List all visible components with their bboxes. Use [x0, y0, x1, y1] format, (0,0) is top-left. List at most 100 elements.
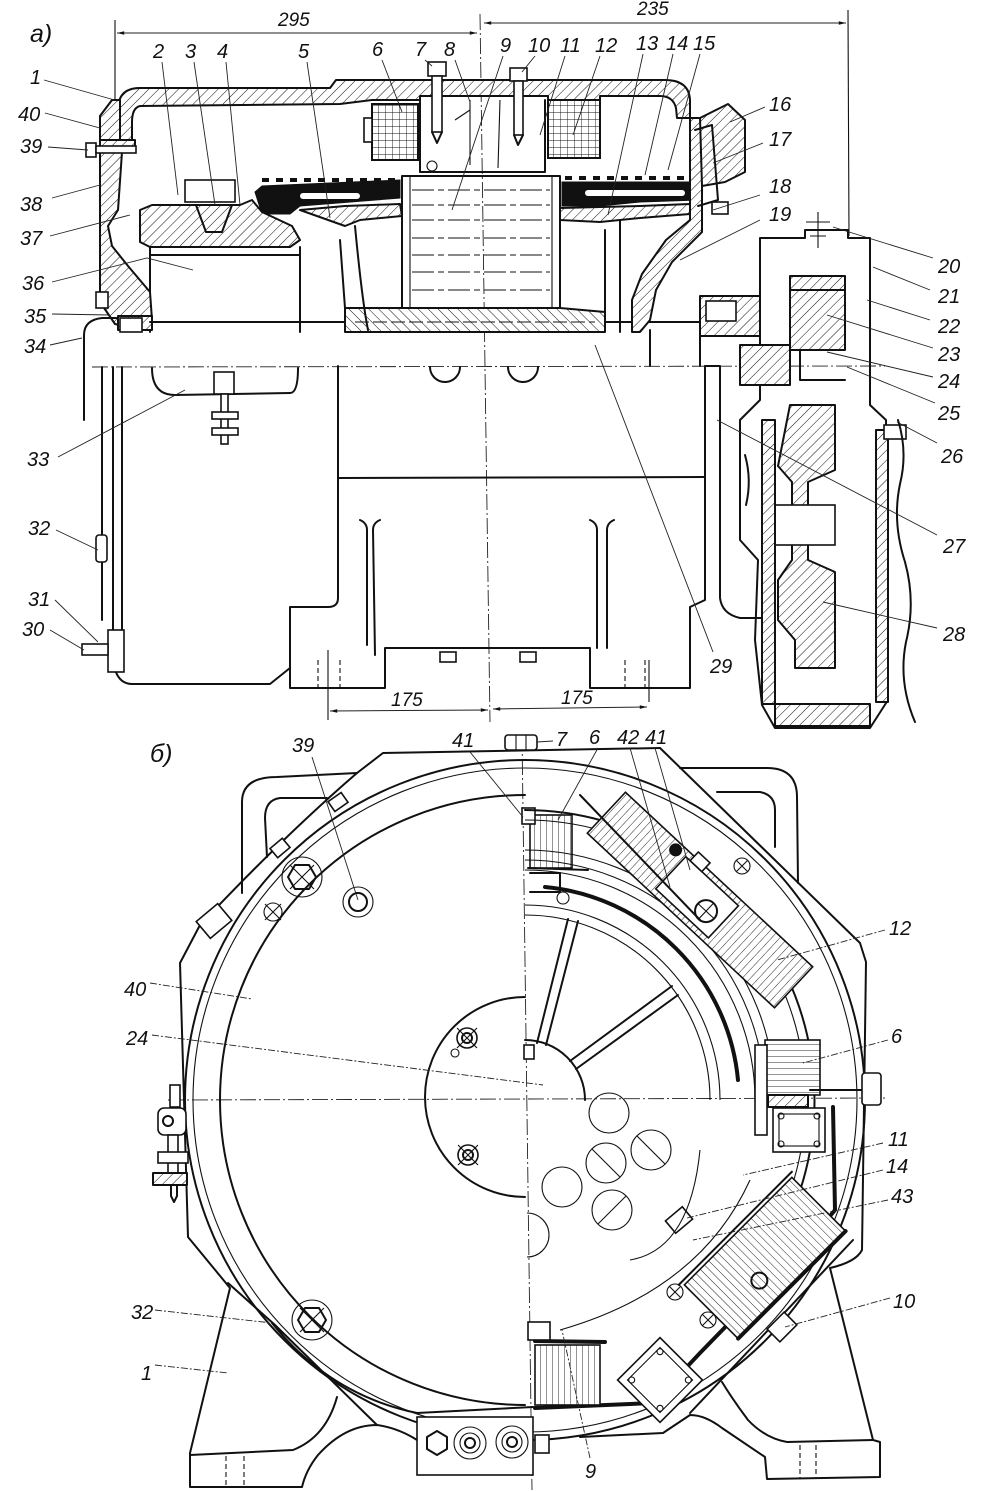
rivet-top: [556, 891, 570, 905]
gear-case-wall-left: [761, 419, 776, 705]
pole-edge-line: [579, 794, 701, 921]
ventilation-holes: [526, 1092, 672, 1258]
small-holes-lower: [666, 1283, 717, 1329]
callout-b-42: 42: [617, 727, 639, 749]
spider-spoke-1: [536, 918, 579, 1046]
view-a-label: а): [30, 20, 52, 48]
terminal-bolt-30: [81, 643, 109, 656]
bearing-shield-right: [631, 117, 703, 333]
leader-34: [49, 337, 83, 346]
terminal-bracket: [107, 629, 125, 673]
callout-b-24: 24: [125, 1028, 148, 1050]
leader-18: [712, 194, 761, 211]
frame-clip-2: [326, 791, 350, 813]
winding-holder-left: [299, 203, 403, 227]
gear-case: [739, 229, 889, 729]
callout-b-6b: 6: [891, 1026, 903, 1048]
leader-24: [826, 351, 934, 378]
dimensions-feet: 175 175: [327, 650, 650, 720]
brush-box-bottom: [616, 1336, 704, 1424]
frame-ribs: [359, 519, 615, 656]
frame-outline-right: [579, 747, 881, 1480]
leader-20: [832, 226, 934, 259]
housing-end-wall: [101, 366, 291, 685]
callout-15: 15: [693, 33, 716, 55]
foot-right-top: [721, 1381, 874, 1443]
leader-7: [424, 59, 433, 67]
callout-23: 23: [937, 344, 960, 366]
callout-35: 35: [24, 306, 47, 328]
bearing-cover-34: [83, 317, 119, 421]
main-pole-coil-right: [764, 1039, 821, 1096]
leader-27: [716, 419, 938, 536]
gear-hub-key: [774, 504, 836, 546]
side-fitting: [152, 1084, 189, 1203]
end-shield-plate-40: [219, 794, 526, 1406]
dimensions-top: 295 235: [114, 0, 850, 237]
leader-b-40: [149, 982, 253, 1000]
leader-31: [54, 599, 99, 643]
callout-b-12: 12: [889, 918, 911, 940]
callout-3: 3: [185, 41, 196, 63]
leader-30: [49, 629, 85, 651]
leader-38: [51, 184, 101, 199]
leader-25: [846, 366, 936, 404]
callout-b-9: 9: [585, 1461, 596, 1483]
leader-b-12: [776, 929, 886, 961]
inspection-cover: [99, 99, 121, 141]
pole-bolt-head-7: [504, 734, 538, 751]
lead-box-screws: [777, 1112, 821, 1148]
callout-14: 14: [666, 33, 688, 55]
frame-joint-line: [337, 476, 706, 479]
oil-drain-screw: [211, 371, 239, 445]
leader-26: [896, 421, 938, 444]
commutating-pole-12: [586, 791, 814, 1009]
magnet-frame-housing: [117, 79, 691, 141]
callout-34: 34: [24, 336, 46, 358]
vertical-centerline-b: [521, 734, 533, 1491]
lifting-lug-left-inner: [264, 797, 328, 858]
motor-body-outline: [289, 365, 706, 689]
core-laminations: [412, 189, 550, 291]
callout-b-7: 7: [556, 729, 568, 751]
coil-insulation-43: [736, 1229, 848, 1341]
lead-clamp-14: [664, 1205, 694, 1235]
leader-11: [539, 55, 566, 136]
hex-plug-bolt-32: [291, 1299, 333, 1341]
leader-40: [44, 112, 101, 129]
winding-bandage: [262, 176, 700, 182]
brush-holder-bracket: [654, 855, 740, 940]
callout-4: 4: [217, 41, 228, 63]
armature-flange-right: [604, 219, 621, 333]
terminal-1: [453, 1426, 487, 1460]
callout-b-1: 1: [141, 1363, 152, 1385]
callout-26: 26: [940, 446, 964, 468]
winding-holder-right: [559, 203, 691, 223]
commutating-pole-coil: [547, 99, 601, 159]
frame-boss-left: [195, 902, 233, 940]
drain-nut-left: [439, 651, 457, 663]
armature-ring-lower: [559, 1179, 751, 1331]
leader-1: [43, 79, 119, 102]
break-line-small: [744, 454, 750, 506]
break-line: [896, 419, 916, 723]
inner-ring-lower: [629, 1149, 701, 1261]
armature-ring-3: [524, 869, 756, 1101]
callout-19: 19: [769, 204, 791, 226]
callout-b-41a: 41: [452, 730, 474, 752]
callout-b-10: 10: [893, 1291, 915, 1313]
coil-clamp-left: [363, 117, 373, 143]
leader-b-7: [536, 740, 554, 743]
bolt-39: [342, 886, 374, 918]
callout-2: 2: [152, 41, 164, 63]
coil-frame-line: [677, 1170, 793, 1286]
callout-12: 12: [595, 35, 617, 57]
hole-cross-top: [733, 857, 751, 875]
leader-15: [667, 53, 701, 171]
pole-bolt-10: [509, 67, 528, 146]
leader-b-11: [742, 1142, 884, 1176]
pole-rivet: [426, 160, 438, 172]
commutator: [139, 199, 301, 248]
main-pole-body: [419, 99, 546, 173]
pole-bolt-head-right: [861, 1072, 882, 1106]
